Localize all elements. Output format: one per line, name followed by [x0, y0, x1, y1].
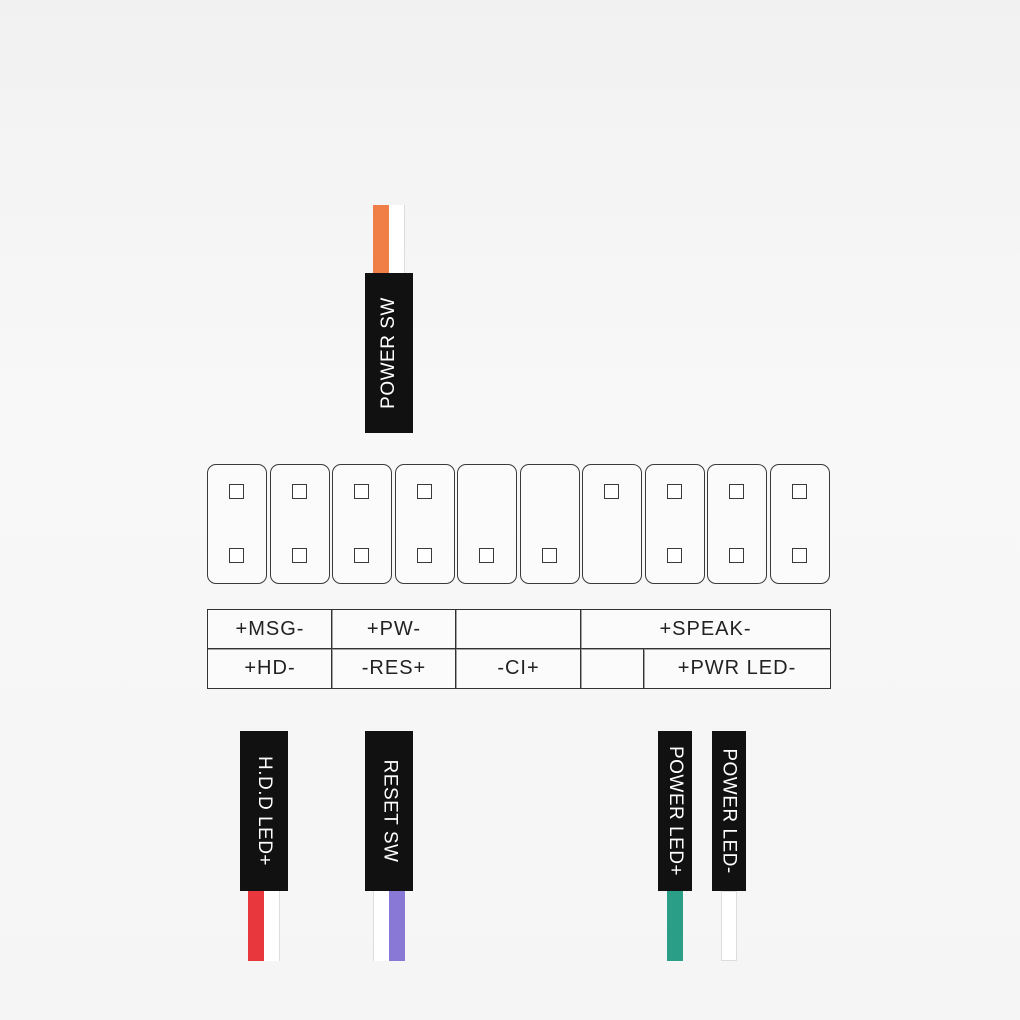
pin-top	[604, 484, 619, 499]
label-msg: +MSG-	[207, 609, 333, 650]
reset-sw-connector: RESET SW	[365, 731, 413, 961]
pin-column	[207, 464, 267, 584]
pin-bottom	[666, 548, 682, 563]
reset-sw-plug: RESET SW	[365, 731, 413, 891]
pin-bottom	[354, 548, 369, 563]
pin-column	[582, 464, 642, 584]
pin-top	[416, 484, 432, 499]
pin-bottom	[291, 548, 307, 563]
pin-column	[769, 464, 830, 584]
power-led-minus-wire-white	[721, 891, 737, 961]
power-led-minus-label: POWER LED-	[719, 748, 741, 874]
reset-sw-label: RESET SW	[379, 759, 401, 863]
pin-column	[269, 464, 330, 584]
power-led-minus-connector: POWER LED-	[712, 731, 746, 961]
label-hd: +HD-	[207, 648, 333, 689]
power-sw-wire-white	[389, 205, 405, 275]
hdd-led-wire-red	[248, 891, 264, 961]
power-led-plus-label: POWER LED+	[665, 745, 686, 877]
pin-column	[332, 464, 392, 584]
power-sw-plug: POWER SW	[365, 273, 413, 433]
label-pw: +PW-	[331, 609, 457, 650]
pin-top	[666, 484, 682, 499]
pin-top	[354, 484, 369, 499]
power-led-minus-plug: POWER LED-	[712, 731, 746, 891]
pin-column	[644, 464, 705, 584]
label-empty-bottom	[580, 648, 645, 689]
power-sw-label: POWER SW	[378, 297, 400, 409]
pin-bottom	[791, 548, 807, 563]
pin-top	[229, 484, 244, 499]
power-led-plus-wire-teal	[667, 891, 683, 961]
pin-bottom	[416, 548, 432, 563]
pin-bottom	[479, 548, 494, 563]
pin-column	[707, 464, 767, 584]
label-res: -RES+	[331, 648, 457, 689]
pin-label-table: +MSG- +PW- +SPEAK- +HD- -RES+ -CI+ +PWR …	[207, 609, 831, 689]
power-led-plus-connector: POWER LED+	[658, 731, 692, 961]
pin-top	[291, 484, 307, 499]
hdd-led-connector: H.D.D LED+	[240, 731, 288, 961]
pin-bottom	[229, 548, 244, 563]
reset-sw-wire-purple	[389, 891, 405, 961]
pin-bottom	[541, 548, 557, 563]
pin-header	[207, 464, 832, 586]
label-ci: -CI+	[455, 648, 582, 689]
pin-column	[519, 464, 580, 584]
pin-top	[729, 484, 744, 499]
hdd-led-label: H.D.D LED+	[254, 755, 275, 867]
pin-bottom	[729, 548, 744, 563]
reset-sw-wire-white	[373, 891, 389, 961]
power-sw-connector: POWER SW	[365, 205, 413, 435]
pin-column	[457, 464, 517, 584]
hdd-led-wire-white	[264, 891, 280, 961]
power-led-plus-plug: POWER LED+	[658, 731, 692, 891]
label-pwr-led: +PWR LED-	[643, 648, 831, 689]
label-speak: +SPEAK-	[580, 609, 831, 650]
label-empty-top	[455, 609, 582, 650]
hdd-led-plug: H.D.D LED+	[240, 731, 288, 891]
pin-column	[394, 464, 455, 584]
pin-top	[791, 484, 807, 499]
power-sw-wire-orange	[373, 205, 389, 275]
